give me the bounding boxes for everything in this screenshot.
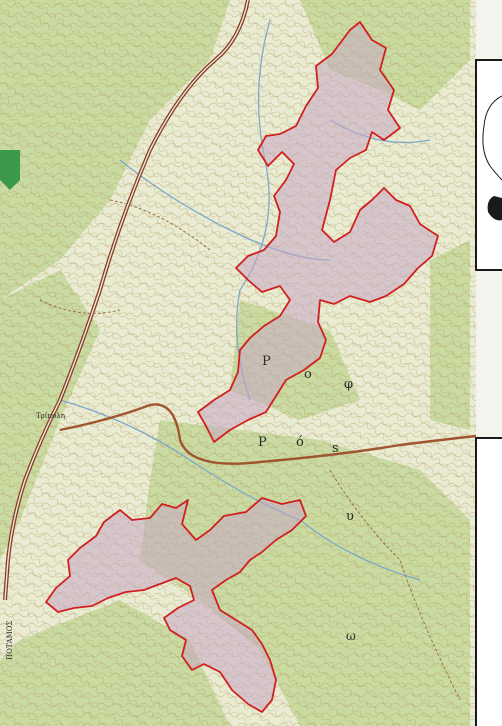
- label-river-upper-1: P: [262, 354, 271, 369]
- label-river-upper-3: φ: [344, 377, 353, 392]
- inset-map-upper[interactable]: [475, 59, 502, 271]
- label-margin: ΠΟΤΑΜΟΣ: [6, 621, 14, 660]
- label-river-lower-2: ό: [296, 435, 304, 450]
- map-labels: P ο φ P ό s υ Τρίπολη ΠΟΤΑΜΟΣ ω: [6, 354, 356, 660]
- inset-highlight: [487, 196, 502, 221]
- minor-roads: [39, 199, 461, 701]
- inset-outline: [482, 95, 502, 181]
- main-highway-inner: [4, 0, 249, 601]
- label-river-upper-2: ο: [304, 367, 312, 382]
- inset-map-lower[interactable]: [475, 437, 502, 726]
- label-village-west: Τρίπολη: [36, 411, 65, 420]
- label-bottom-letter: ω: [346, 629, 356, 643]
- label-river-lower-3: s: [332, 441, 339, 456]
- label-river-lower-1: P: [258, 435, 267, 450]
- study-area-north[interactable]: [197, 21, 439, 443]
- label-river-lower-4: υ: [346, 509, 354, 524]
- study-area-south[interactable]: [45, 497, 307, 713]
- map-marker-green: [0, 150, 20, 190]
- secondary-road: [59, 403, 477, 465]
